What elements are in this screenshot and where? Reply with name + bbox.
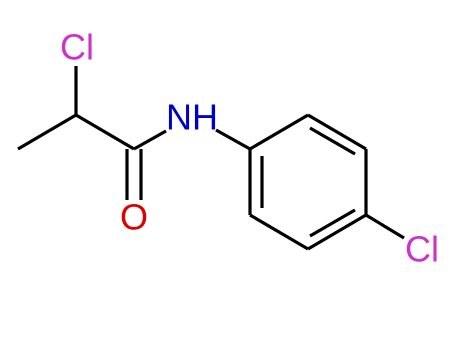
oxygen-atom-label: O xyxy=(120,197,148,238)
bond-carbonyl-nitrogen xyxy=(133,129,167,151)
chlorine-atom-label: Cl xyxy=(60,27,94,68)
ring-bond-4 xyxy=(307,213,367,251)
ring-bond-5 xyxy=(249,213,309,251)
ring-inner-double-1 xyxy=(309,126,356,156)
ring-inner-double-2 xyxy=(309,208,356,238)
ring-bond-2 xyxy=(307,113,367,151)
bond-methyl-alpha xyxy=(17,113,77,151)
bond-ring-chlorine xyxy=(365,213,405,240)
nitrogen-atom-label: NH xyxy=(166,97,218,138)
ring-chlorine-atom-label: Cl xyxy=(405,229,439,270)
bond-alpha-carbonyl xyxy=(75,113,135,151)
bond-nitrogen-ring xyxy=(215,128,251,151)
ring-bond-1 xyxy=(249,113,309,151)
